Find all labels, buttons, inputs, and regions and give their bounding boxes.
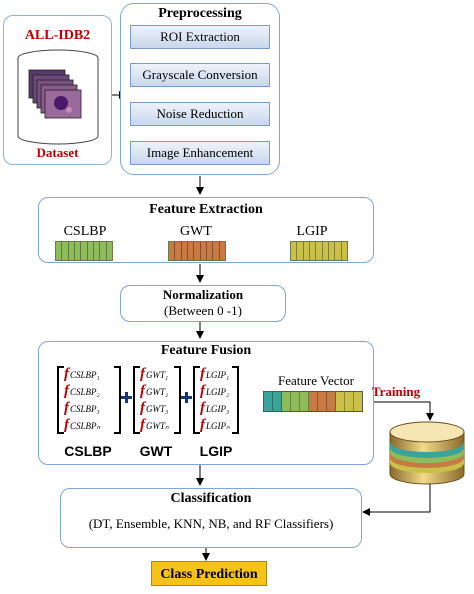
feature-label-cslbp: CSLBP — [63, 224, 107, 239]
arrow-model-to-classification — [362, 480, 431, 516]
plus-icon — [121, 392, 132, 403]
normalization-range: (Between 0 -1) — [164, 303, 242, 318]
matrix-gwt: fGWT₁ fGWT₂ fGWT₃ fGWTₙ — [133, 366, 181, 434]
normalization-title: Normalization — [162, 287, 244, 302]
feature-label-lgip: LGIP — [296, 224, 328, 239]
plus-icon — [181, 392, 192, 403]
matrix-gwt-row: fGWTₙ — [140, 417, 169, 433]
matrix-lgip-row: fLGIP₁ — [200, 366, 230, 382]
database-icon — [17, 49, 99, 145]
normalization-box — [120, 285, 286, 322]
matrix-gwt-row: fGWT₃ — [140, 400, 169, 416]
step-image-enhancement: Image Enhancement — [130, 141, 270, 165]
step-noise-reduction: Noise Reduction — [130, 102, 270, 126]
dataset-title: ALL-IDB2 — [24, 28, 91, 43]
matrix-cslbp-name: CSLBP — [64, 443, 112, 459]
class-prediction-box: Class Prediction — [151, 561, 267, 586]
matrix-cslbp-row: fCSLBPₙ — [64, 417, 101, 433]
feature-vector-label: Feature Vector — [278, 373, 354, 388]
matrix-lgip-row: fLGIP₃ — [200, 400, 230, 416]
matrix-cslbp-row: fCSLBP₂ — [64, 383, 100, 399]
matrix-lgip-row: fLGIP₂ — [200, 383, 230, 399]
training-label: Training — [371, 384, 421, 399]
matrix-gwt-name: GWT — [139, 443, 173, 459]
classification-box — [60, 488, 362, 548]
feature-extraction-title: Feature Extraction — [149, 202, 263, 217]
matrix-gwt-row: fGWT₂ — [140, 383, 169, 399]
step-roi-extraction: ROI Extraction — [130, 25, 270, 49]
feature-bar-lgip — [290, 241, 348, 261]
feature-bar-gwt — [168, 241, 226, 261]
feature-label-gwt: GWT — [180, 224, 212, 239]
matrix-gwt-row: fGWT₁ — [140, 366, 169, 382]
dataset-label: Dataset — [36, 145, 79, 160]
matrix-cslbp-row: fCSLBP₁ — [64, 366, 100, 382]
arrow-training — [368, 401, 434, 421]
step-grayscale-conversion: Grayscale Conversion — [130, 63, 270, 87]
cell-image-stack-icon — [28, 69, 82, 119]
matrix-lgip-name: LGIP — [199, 443, 233, 459]
feature-bar-cslbp — [55, 241, 113, 261]
matrix-lgip-row: fLGIPₙ — [200, 417, 230, 433]
matrix-cslbp: fCSLBP₁ fCSLBP₂ fCSLBP₃ fCSLBPₙ — [57, 366, 121, 434]
classification-title: Classification — [170, 491, 252, 506]
classification-classifiers: (DT, Ensemble, KNN, NB, and RF Classifie… — [88, 516, 334, 531]
feature-fusion-title: Feature Fusion — [160, 343, 252, 358]
matrix-lgip: fLGIP₁ fLGIP₂ fLGIP₃ fLGIPₙ — [193, 366, 239, 434]
feature-vector-bar — [263, 391, 363, 412]
trained-model-icon — [389, 421, 465, 485]
matrix-cslbp-row: fCSLBP₃ — [64, 400, 100, 416]
preprocessing-title: Preprocessing — [158, 6, 242, 21]
